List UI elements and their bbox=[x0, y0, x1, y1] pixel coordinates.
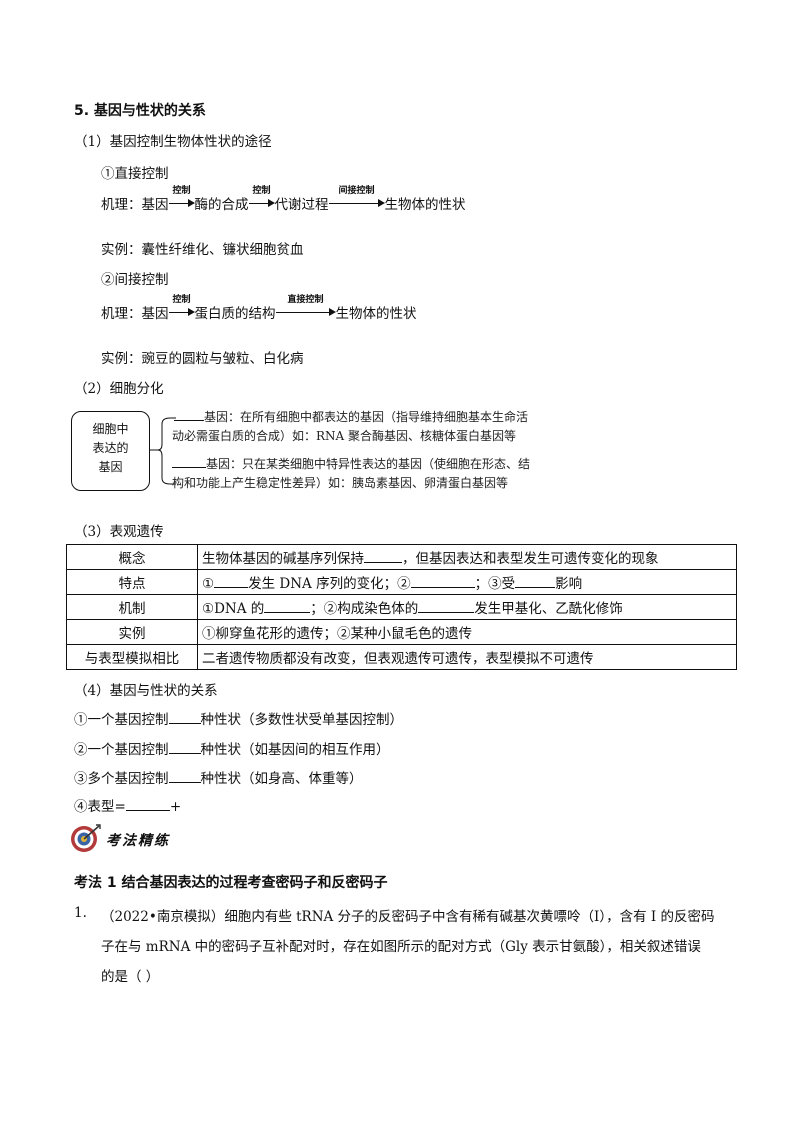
expressed-genes-box: 细胞中 表达的 基因 bbox=[71, 411, 150, 491]
metabolism-text: 代谢过程 bbox=[274, 197, 329, 213]
trait-text: 生物体的性状 bbox=[384, 197, 466, 213]
gene-text: 基因 bbox=[141, 306, 169, 322]
diagram-top-line1: 基因：在所有细胞中都表达的基因（指导维持细胞基本生命活 bbox=[174, 408, 528, 425]
diagram-bottom-line1: 基因：只在某类细胞中特异性表达的基因（使细胞在形态、结 bbox=[172, 455, 530, 472]
table-row: 机制 ①DNA 的；②构成染色体的发生甲基化、乙酰化修饰 bbox=[66, 594, 737, 620]
brace-icon bbox=[150, 417, 176, 485]
blank bbox=[364, 550, 402, 563]
blank bbox=[168, 741, 201, 754]
gene-text: 基因 bbox=[141, 197, 169, 213]
blank bbox=[410, 575, 475, 588]
blank bbox=[168, 711, 201, 724]
row-content: ①DNA 的；②构成染色体的发生甲基化、乙酰化修饰 bbox=[197, 594, 737, 620]
question-number: 1. bbox=[74, 905, 87, 921]
box-line: 细胞中 bbox=[92, 422, 129, 436]
banner-title: 考法精练 bbox=[106, 833, 170, 849]
arrow-label: 控制 bbox=[252, 186, 271, 196]
row-label: 实例 bbox=[66, 619, 198, 645]
mechanism-label: 机理： bbox=[101, 197, 142, 213]
arrow-label: 控制 bbox=[172, 186, 191, 196]
mechanism-indirect: 机理：基因控制蛋白质的结构 直接控制生物体的性状 bbox=[101, 295, 417, 322]
diagram-bottom-line2: 构和功能上产生稳定性差异）如：胰岛素基因、卵清蛋白基因等 bbox=[172, 476, 509, 490]
question-line: 的是（ ） bbox=[101, 969, 160, 985]
blank bbox=[264, 600, 311, 613]
arrow-icon: 控制 bbox=[248, 186, 275, 209]
blank bbox=[418, 600, 475, 613]
method-title: 考法 1 结合基因表达的过程考查密码子和反密码子 bbox=[74, 875, 388, 891]
row-label: 概念 bbox=[66, 544, 198, 570]
blank bbox=[214, 575, 249, 588]
subheading-4: （4）基因与性状的关系 bbox=[74, 683, 218, 699]
row-label: 与表型模拟相比 bbox=[66, 644, 198, 670]
subheading-3: （3）表观遗传 bbox=[74, 524, 164, 540]
row-content: 二者遗传物质都没有改变，但表观遗传可遗传，表型模拟不可遗传 bbox=[197, 644, 737, 670]
enzyme-synthesis-text: 酶的合成 bbox=[194, 197, 249, 213]
question-line: 子在与 mRNA 中的密码子互补配对时，存在如图所示的配对方式（Gly 表示甘氨… bbox=[101, 939, 701, 955]
protein-structure-text: 蛋白质的结构 bbox=[194, 306, 276, 322]
arrow-label: 间接控制 bbox=[338, 186, 375, 196]
relation-line-4: ④表型=+ bbox=[74, 798, 182, 815]
table-row: 概念 生物体基因的碱基序列保持，但基因表达和表型发生可遗传变化的现象 bbox=[66, 544, 737, 570]
example-direct: 实例：囊性纤维化、镰状细胞贫血 bbox=[101, 242, 304, 258]
arrow-icon: 控制 bbox=[168, 186, 195, 209]
arrow-label: 直接控制 bbox=[287, 295, 324, 305]
relation-line-3: ③多个基因控制种性状（如身高、体重等） bbox=[74, 770, 363, 787]
diagram-text: 基因：只在某类细胞中特异性表达的基因（使细胞在形态、结 bbox=[206, 457, 531, 471]
table-row: 实例 ①柳穿鱼花形的遗传；②某种小鼠毛色的遗传 bbox=[66, 619, 737, 645]
row-content: 生物体基因的碱基序列保持，但基因表达和表型发生可遗传变化的现象 bbox=[197, 544, 737, 570]
arrow-label: 控制 bbox=[172, 295, 191, 305]
row-label: 特点 bbox=[66, 569, 198, 595]
subheading-1: （1）基因控制生物体性状的途径 bbox=[74, 134, 272, 150]
question-line: （2022•南京模拟）细胞内有些 tRNA 分子的反密码子中含有稀有碱基次黄嘌呤… bbox=[101, 909, 715, 925]
indirect-control-heading: ②间接控制 bbox=[101, 272, 169, 288]
blank-luxury bbox=[172, 455, 206, 468]
diagram-text: 基因：在所有细胞中都表达的基因（指导维持细胞基本生命活 bbox=[204, 410, 529, 424]
row-content: ①柳穿鱼花形的遗传；②某种小鼠毛色的遗传 bbox=[197, 619, 737, 645]
box-line: 基因 bbox=[98, 460, 123, 474]
mechanism-direct: 机理：基因控制酶的合成控制代谢过程间接控制生物体的性状 bbox=[101, 186, 466, 213]
diagram-top-line2: 动必需蛋白质的合成）如：RNA 聚合酶基因、核糖体蛋白基因等 bbox=[172, 429, 517, 443]
row-label: 机制 bbox=[66, 594, 198, 620]
arrow-icon: 控制 bbox=[168, 295, 195, 318]
blank bbox=[125, 798, 170, 811]
target-icon bbox=[71, 824, 101, 852]
table-row: 与表型模拟相比 二者遗传物质都没有改变，但表观遗传可遗传，表型模拟不可遗传 bbox=[66, 644, 737, 670]
direct-control-heading: ①直接控制 bbox=[101, 166, 169, 182]
blank bbox=[515, 575, 556, 588]
subheading-2: （2）细胞分化 bbox=[74, 381, 164, 397]
example-indirect: 实例：豌豆的圆粒与皱粒、白化病 bbox=[101, 351, 304, 367]
blank-housekeeping bbox=[174, 408, 204, 421]
blank bbox=[168, 770, 201, 783]
box-line: 表达的 bbox=[92, 441, 129, 455]
section-title: 5. 基因与性状的关系 bbox=[74, 103, 206, 119]
relation-line-1: ①一个基因控制种性状（多数性状受单基因控制） bbox=[74, 711, 403, 728]
arrow-icon: 间接控制 bbox=[328, 186, 385, 209]
mechanism-label: 机理： bbox=[101, 306, 142, 322]
arrow-icon: 直接控制 bbox=[275, 295, 336, 318]
relation-line-2: ②一个基因控制种性状（如基因间的相互作用） bbox=[74, 741, 390, 758]
trait-text: 生物体的性状 bbox=[335, 306, 417, 322]
